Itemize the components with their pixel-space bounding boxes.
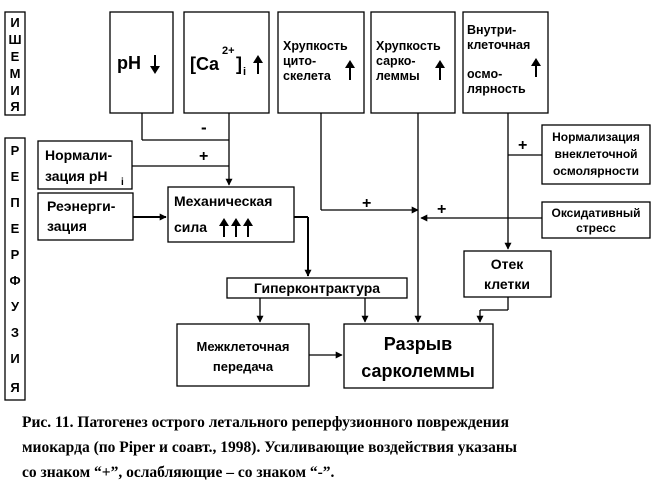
cell-edema-node: Отек клетки (463, 250, 552, 298)
osmo-label: осмо- (467, 67, 502, 81)
reperfusion-letter: Е (11, 221, 20, 236)
osmo-label: лярность (467, 82, 526, 96)
mech-label: сила (174, 219, 207, 235)
reperfusion-letter: Р (11, 247, 20, 262)
reenergization-node: Реэнерги- зация (37, 192, 134, 241)
mech-label: Механическая (174, 193, 272, 209)
reperfusion-letter: Р (11, 143, 20, 158)
sarcolemma-fragility-node: Хрупкость сарко- леммы (370, 11, 456, 114)
increase-arrow-icon (435, 60, 445, 68)
ischemia-label-box (4, 11, 26, 116)
reperfusion-label-box (4, 137, 26, 401)
intercellular-transmission-node: Межклеточная передача (176, 323, 310, 387)
rupture-label: Разрыв (384, 334, 452, 354)
edema-label: Отек (491, 256, 525, 272)
increase-arrow-icon (231, 218, 241, 226)
oxid-label: стресс (576, 221, 616, 235)
caption-line: со знаком “+”, ослабляющие – со знаком “… (22, 464, 335, 481)
caption-line: Рис. 11. Патогенез острого летального ре… (22, 414, 509, 431)
calcium-label-subscript: i (243, 66, 246, 78)
calcium-label-charge: 2+ (222, 45, 235, 57)
cyto-label: цито- (283, 54, 316, 68)
hyper-label: Гиперконтрактура (254, 280, 380, 296)
ischemia-letter: Я (10, 99, 19, 114)
cyto-label: Хрупкость (283, 39, 348, 53)
reperfusion-letter: Ф (9, 273, 20, 288)
increase-arrow-icon (531, 58, 541, 66)
calcium-label-close: ] (236, 54, 242, 74)
osmo-label: Внутри- (467, 23, 516, 37)
reenergize-label: Реэнерги- (47, 198, 116, 214)
ischemia-letter: Е (11, 49, 20, 64)
sarco-label: леммы (376, 69, 420, 83)
ph-node: pH (109, 11, 174, 114)
oxid-label: Оксидативный (551, 206, 640, 220)
ischemia-letter: Ш (8, 32, 21, 47)
reperfusion-letter: Я (10, 380, 19, 395)
norm-ph-label: зация pH (45, 168, 108, 184)
decrease-arrow-icon (150, 66, 160, 74)
reenergize-label: зация (47, 218, 87, 234)
extracellular-osmolarity-normalization-node: Нормализация внеклеточной осмолярности (541, 124, 651, 185)
norm-ph-label: Нормали- (45, 147, 112, 163)
reperfusion-letter: У (11, 299, 20, 314)
edema-label: клетки (484, 276, 530, 292)
minus-sign: - (201, 118, 207, 137)
intercell-label: передача (213, 359, 274, 374)
calcium-node: [Ca 2+ ] i (183, 11, 270, 114)
reperfusion-letter: З (11, 325, 19, 340)
figure-caption: Рис. 11. Патогенез острого летального ре… (22, 414, 517, 481)
norm-osmo-label: Нормализация (552, 130, 640, 144)
increase-arrow-icon (219, 218, 229, 226)
osmo-label: клеточная (467, 38, 530, 52)
intracellular-osmolarity-node: Внутри- клеточная осмо- лярность (462, 11, 549, 114)
increase-arrow-icon (253, 55, 263, 63)
calcium-label-base: [Ca (190, 54, 220, 74)
oxidative-stress-node: Оксидативный стресс (541, 201, 651, 239)
reperfusion-letter: И (10, 351, 19, 366)
sarco-label: сарко- (376, 54, 416, 68)
norm-osmo-label: внеклеточной (554, 147, 637, 161)
sarcolemma-rupture-node: Разрыв сарколеммы (343, 323, 494, 389)
hypercontracture-node: Гиперконтрактура (226, 277, 408, 299)
reperfusion-label: Р Е П Е Р Ф У З И Я (9, 143, 20, 395)
ischemia-label: И Ш Е М И Я (8, 15, 21, 114)
ischemia-letter: И (10, 83, 19, 98)
cyto-label: скелета (283, 69, 332, 83)
caption-line: миокарда (по Piper и соавт., 1998). Усил… (22, 439, 517, 456)
norm-osmo-label: осмолярности (553, 164, 639, 178)
increase-arrow-icon (345, 60, 355, 68)
increase-arrow-icon (243, 218, 253, 226)
mechanical-force-node: Механическая сила (167, 186, 295, 243)
reperfusion-letter: П (10, 195, 19, 210)
plus-sign: + (199, 148, 208, 165)
rupture-label: сарколеммы (361, 361, 475, 381)
plus-sign: + (362, 195, 371, 212)
norm-ph-subscript: i (121, 177, 124, 188)
intercell-label: Межклеточная (197, 339, 290, 354)
ischemia-letter: И (10, 15, 19, 30)
reperfusion-letter: Е (11, 169, 20, 184)
plus-sign: + (518, 137, 527, 154)
ph-label: pH (117, 53, 141, 73)
ischemia-letter: М (10, 66, 21, 81)
plus-sign: + (437, 201, 446, 218)
ph-normalization-node: Нормали- зация pH i (37, 140, 133, 190)
cytoskeleton-fragility-node: Хрупкость цито- скелета (277, 11, 365, 114)
sarco-label: Хрупкость (376, 39, 441, 53)
